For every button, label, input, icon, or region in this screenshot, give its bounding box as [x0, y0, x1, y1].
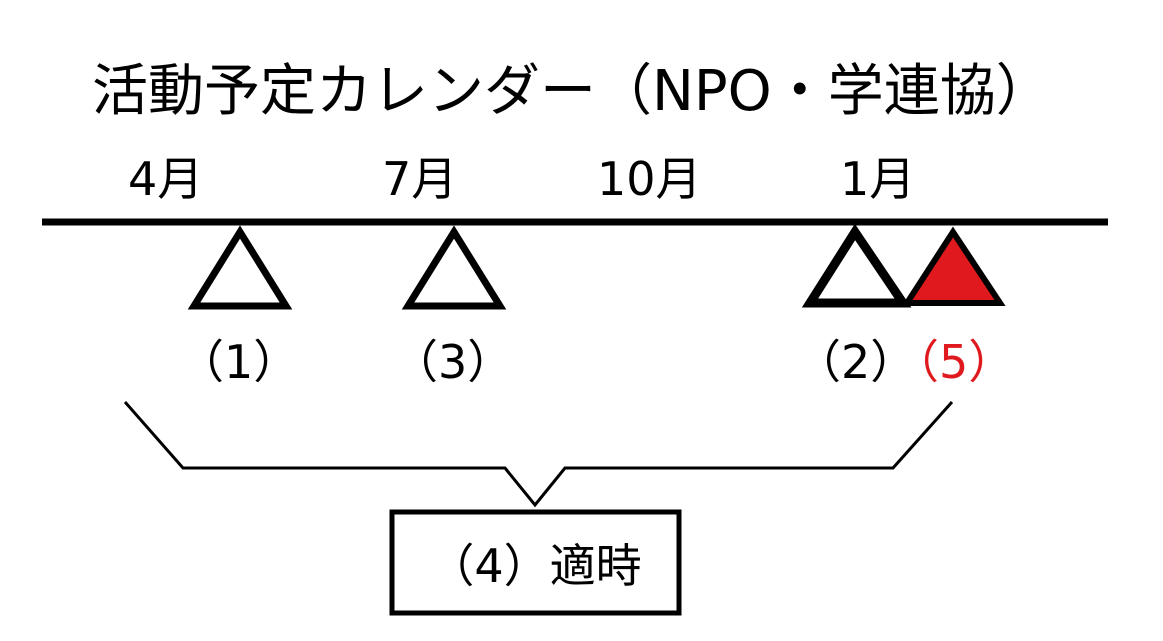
month-label-oct: 10月	[597, 152, 702, 206]
month-label-jan: 1月	[840, 152, 915, 206]
timely-label: （4）適時	[428, 539, 641, 593]
event-marker-1	[187, 225, 293, 310]
event-label-1: （1）	[178, 335, 299, 389]
range-brace	[123, 401, 954, 508]
event-marker-3	[401, 225, 507, 310]
event-label-3: （3）	[392, 335, 513, 389]
event-marker-5	[901, 226, 1006, 306]
event-marker-2	[801, 223, 912, 308]
month-label-apr: 4月	[128, 152, 203, 206]
month-label-jul: 7月	[382, 152, 457, 206]
event-label-2: （2）	[795, 335, 916, 389]
page-title: 活動予定カレンダー（NPO・学連協）	[92, 59, 1052, 124]
timely-box	[389, 509, 682, 616]
event-label-5: （5）	[893, 335, 1014, 389]
